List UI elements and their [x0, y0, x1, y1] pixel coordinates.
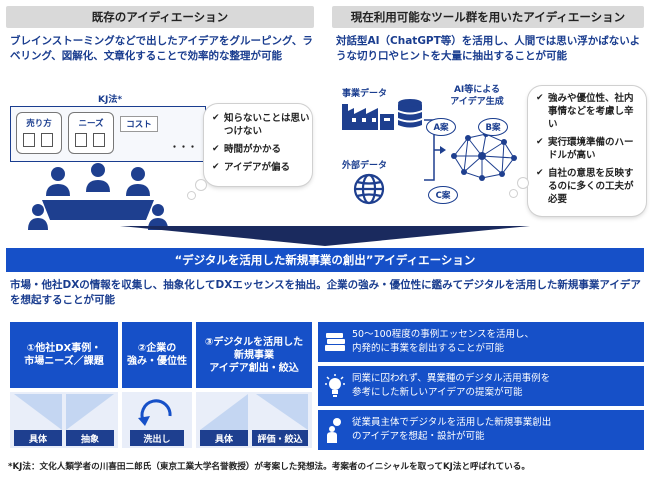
benefit-1-text: 50～100程度の事例エッセンスを活用し、 内発的に事業を創出することが可能 — [352, 329, 535, 354]
kj-ellipsis: ・・・ — [170, 143, 198, 153]
step-2-header: ②企業の 強み・優位性 — [122, 322, 192, 388]
books-icon — [318, 331, 352, 353]
step-3-label-concrete: 具体 — [200, 430, 248, 446]
case-a: A案 — [426, 118, 456, 136]
down-arrow-icon — [120, 226, 530, 246]
sticky-note — [93, 133, 105, 147]
sticky-note — [75, 133, 87, 147]
business-data-label: 事業データ — [342, 89, 388, 99]
step-1-label-abstract: 抽象 — [66, 430, 114, 446]
step-1-label-concrete: 具体 — [14, 430, 62, 446]
case-b: B案 — [478, 118, 508, 136]
right-section-title: 現在利用可能なツール群を用いたアイディエーション — [332, 6, 644, 28]
benefit-1: 50～100程度の事例エッセンスを活用し、 内発的に事業を創出することが可能 — [318, 322, 644, 362]
benefit-3-text: 従業員主体でデジタルを活用した新規事業創出 のアイデアを想起・設計が可能 — [352, 417, 552, 442]
external-data-label: 外部データ — [342, 161, 388, 171]
kj-card-1: 売り方 — [20, 116, 58, 130]
bottom-section-title: “デジタルを活用した新規事業の創出”アイディエーション — [6, 248, 644, 272]
kj-group-1: 売り方 — [16, 112, 62, 154]
lightbulb-icon — [318, 374, 352, 398]
kj-label: KJ法* — [98, 95, 123, 105]
ai-network-icon — [451, 131, 517, 181]
bubble-tail — [518, 178, 528, 188]
person-idea-icon — [318, 417, 352, 443]
funnel-shape-icon — [200, 394, 308, 430]
left-issues-list: 知らないことは思いつけない 時間がかかる アイデアが偏る — [212, 112, 310, 179]
left-issue-1: 知らないことは思いつけない — [212, 112, 310, 138]
right-issue-3: 自社の意思を反映するのに多くの工夫が必要 — [536, 167, 642, 206]
step-3-label-evaluate: 評価・絞込 — [252, 430, 308, 446]
kj-group-2: ニーズ — [68, 112, 114, 154]
footnote: *KJ法：文化人類学者の川喜田二郎氏（東京工業大学名誉教授）が考案した発想法。考… — [8, 462, 530, 472]
right-section-description: 対話型AI（ChatGPT等）を活用し、人間では思い浮かばないような切り口やヒン… — [336, 35, 641, 62]
bubble-tail — [196, 180, 206, 190]
meeting-people-icon — [28, 163, 168, 230]
benefit-3: 従業員主体でデジタルを活用した新規事業創出 のアイデアを想起・設計が可能 — [318, 410, 644, 450]
database-icon — [398, 99, 422, 128]
sticky-note — [41, 133, 53, 147]
step-3-header: ③デジタルを活用した 新規事業 アイデア創出・絞込 — [196, 322, 312, 388]
kj-card-2: ニーズ — [72, 116, 110, 130]
step-2-label-identify: 洗出し — [130, 430, 184, 446]
right-issues-list: 強みや優位性、社内事情などを考慮し辛い 実行環境準備のハードルが高い 自社の意思… — [536, 92, 642, 211]
step-1-header: ①他社DX事例・ 市場ニーズ／課題 — [10, 322, 118, 388]
right-issue-2: 実行環境準備のハードルが高い — [536, 136, 642, 162]
kj-card-3: コスト — [120, 116, 158, 132]
ai-generation-label: AI等による アイデア生成 — [450, 85, 504, 107]
right-issue-1: 強みや優位性、社内事情などを考慮し辛い — [536, 92, 642, 131]
sticky-note — [23, 133, 35, 147]
cycle-arrow-icon — [138, 399, 172, 426]
globe-icon — [353, 173, 385, 205]
bottom-section-description: 市場・他社DXの情報を収集し、抽象化してDXエッセンスを抽出。企業の強み・優位性… — [10, 279, 641, 306]
benefit-2-text: 同業に囚われず、異業種のデジタル活用事例を 参考にした新しいアイデアの提案が可能 — [352, 373, 551, 398]
benefit-2: 同業に囚われず、異業種のデジタル活用事例を 参考にした新しいアイデアの提案が可能 — [318, 366, 644, 406]
factory-icon — [342, 104, 394, 130]
case-c: C案 — [428, 186, 458, 204]
left-section-description: ブレインストーミングなどで出したアイデアをグルーピング、ラベリング、図解化、文章… — [10, 35, 313, 62]
left-section-title: 既存のアイディエーション — [6, 6, 314, 28]
bubble-tail — [188, 192, 195, 199]
left-issue-2: 時間がかかる — [212, 143, 310, 156]
abstraction-shape-icon — [14, 394, 114, 430]
left-issue-3: アイデアが偏る — [212, 161, 310, 174]
bubble-tail — [510, 190, 517, 197]
